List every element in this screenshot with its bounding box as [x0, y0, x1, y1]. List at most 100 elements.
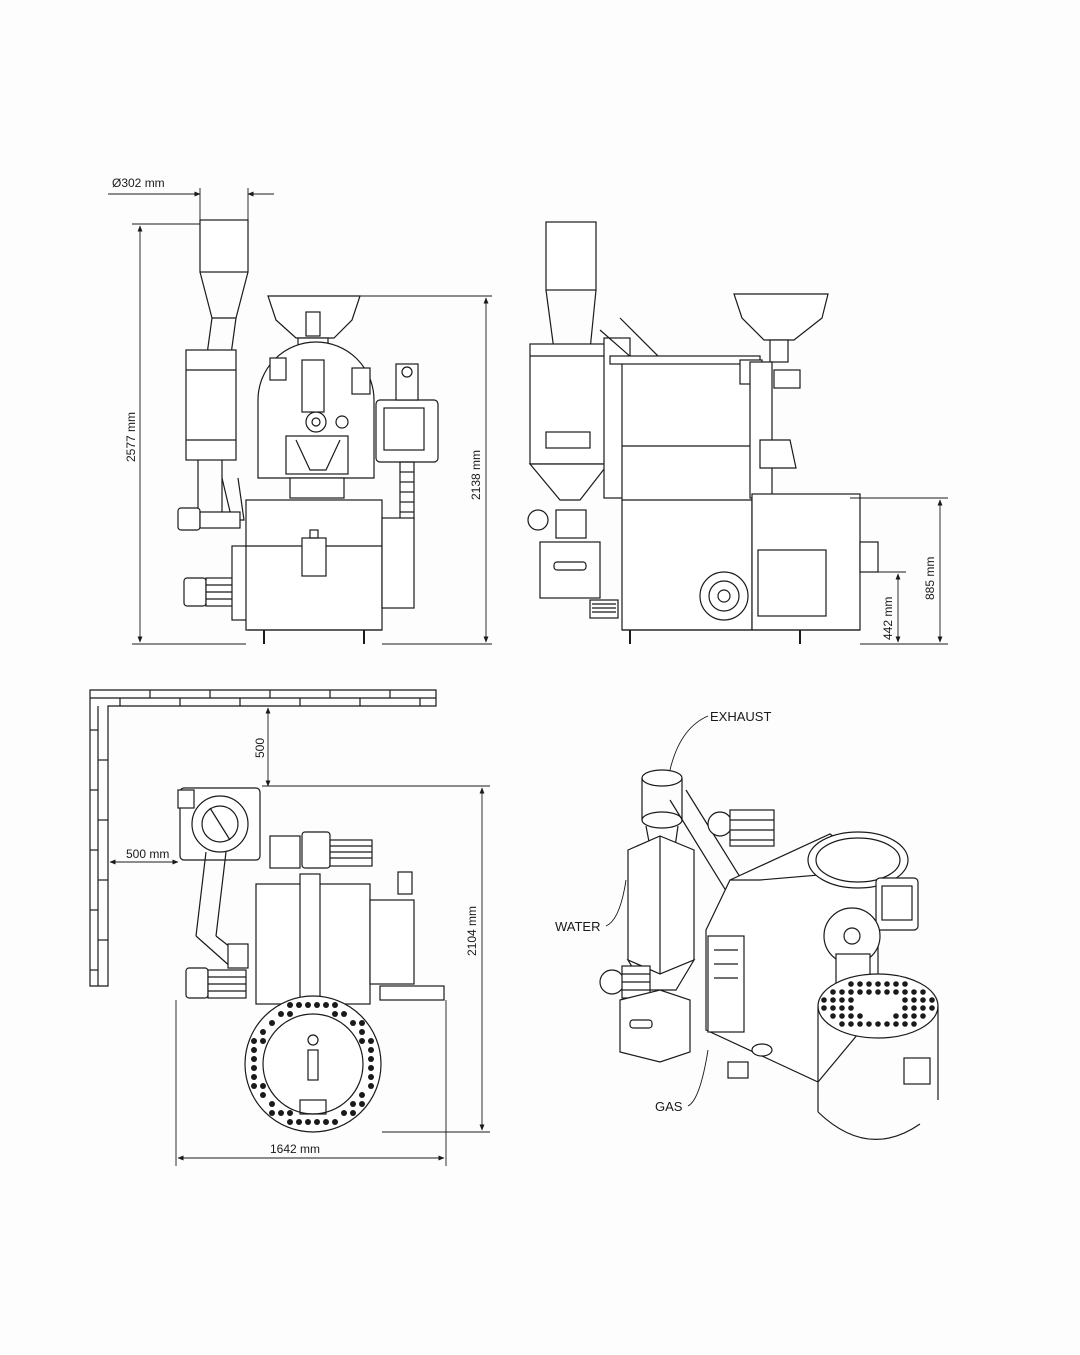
iso-chimney-top [641, 769, 683, 787]
tray-perforation-hole [287, 1110, 293, 1116]
tray-perforation-hole [251, 1056, 257, 1062]
iso-tray-perforation-hole [848, 1013, 854, 1019]
tray-perforation-hole [269, 1110, 275, 1116]
iso-tray-perforation-hole [911, 997, 917, 1003]
iso-tray-perforation-hole [929, 997, 935, 1003]
side-green-bean-hopper [733, 293, 829, 341]
dim-top-clearance: 500 [253, 738, 267, 758]
iso-tray-perforation-hole [866, 989, 872, 995]
iso-label-gas: GAS [655, 1049, 709, 1114]
plan-dimension-depth: 2104 mm [262, 785, 490, 1133]
iso-tray-perforation-hole [902, 1013, 908, 1019]
tray-perforation-hole [269, 1020, 275, 1026]
iso-tray-perforation-hole [875, 1021, 881, 1027]
iso-tray-perforation-hole [875, 989, 881, 995]
tray-perforation-hole [278, 1110, 284, 1116]
tray-perforation-hole [305, 1002, 311, 1008]
label-water: WATER [555, 919, 601, 934]
tray-perforation-hole [314, 1002, 320, 1008]
side-dimension-885: 885 mm [850, 497, 948, 645]
tray-perforation-hole [332, 1119, 338, 1125]
iso-cyclone [627, 835, 695, 975]
tray-perforation-hole [287, 1002, 293, 1008]
tray-perforation-hole [368, 1056, 374, 1062]
tray-perforation-hole [323, 1119, 329, 1125]
tray-perforation-hole [305, 1119, 311, 1125]
tray-perforation-hole [278, 1011, 284, 1017]
iso-tray-perforation-hole [902, 989, 908, 995]
iso-tray-perforation-hole [920, 997, 926, 1003]
tray-perforation-hole [314, 1119, 320, 1125]
iso-tray-perforation-hole [848, 989, 854, 995]
tray-perforation-hole [260, 1083, 266, 1089]
iso-tray-perforation-hole [848, 997, 854, 1003]
iso-tray-perforation-hole [911, 1021, 917, 1027]
tray-perforation-hole [368, 1083, 374, 1089]
front-chimney-top [199, 219, 249, 273]
iso-tray-perforation-hole [884, 989, 890, 995]
iso-tray-perforation-hole [830, 989, 836, 995]
tray-perforation-hole [287, 1119, 293, 1125]
iso-tray-perforation-hole [902, 981, 908, 987]
side-chimney [545, 221, 597, 291]
tray-perforation-hole [251, 1065, 257, 1071]
iso-tray-perforation-hole [839, 1005, 845, 1011]
iso-tray-perforation-hole [866, 1021, 872, 1027]
tray-perforation-hole [296, 1002, 302, 1008]
iso-tray-perforation-hole [920, 1013, 926, 1019]
plan-dimension-top-clearance: 500 [253, 707, 271, 787]
iso-tray-perforation-hole [839, 1021, 845, 1027]
iso-tray-perforation-hole [911, 989, 917, 995]
tray-perforation-hole [269, 1101, 275, 1107]
tray-perforation-hole [350, 1110, 356, 1116]
iso-tray-perforation-hole [857, 1021, 863, 1027]
tray-perforation-hole [350, 1101, 356, 1107]
dim-plan-width: 1642 mm [270, 1142, 320, 1156]
front-chimney-taper [199, 271, 249, 319]
iso-tray-perforation-hole [893, 981, 899, 987]
dim-side-height: 2138 mm [469, 450, 483, 500]
dim-front-height: 2577 mm [124, 412, 138, 462]
iso-tray-perforation-hole [929, 1005, 935, 1011]
iso-tray-perforation-hole [857, 989, 863, 995]
tray-perforation-hole [260, 1029, 266, 1035]
side-cabinet-door [757, 549, 827, 617]
front-elevation-view [177, 219, 439, 644]
tray-perforation-hole [368, 1065, 374, 1071]
tray-perforation-hole [323, 1002, 329, 1008]
iso-tray-perforation-hole [821, 1005, 827, 1011]
plan-view [177, 787, 445, 1133]
tray-perforation-hole [368, 1074, 374, 1080]
iso-tray-perforation-hole [857, 1013, 863, 1019]
dim-442: 442 mm [881, 597, 895, 640]
iso-tray-perforation-hole [893, 1021, 899, 1027]
iso-motor-left [599, 969, 625, 995]
front-dimension-side-height: 2138 mm [360, 295, 492, 645]
iso-tray-perforation-hole [830, 1013, 836, 1019]
tray-perforation-hole [251, 1074, 257, 1080]
iso-tray-perforation-hole [866, 981, 872, 987]
tray-perforation-hole [251, 1083, 257, 1089]
iso-motor-top [707, 811, 733, 837]
iso-tray-perforation-hole [911, 1005, 917, 1011]
iso-tray-perforation-hole [839, 989, 845, 995]
iso-control-panel [875, 877, 919, 931]
front-motor-upper [177, 507, 201, 531]
dim-885: 885 mm [923, 557, 937, 600]
iso-tray-perforation-hole [884, 1021, 890, 1027]
side-blower-fan [699, 571, 749, 621]
iso-tray-perforation-hole [821, 997, 827, 1003]
front-drum-door [285, 435, 349, 475]
side-cooling-cabinet [751, 493, 861, 631]
iso-tray-perforation-hole [830, 1005, 836, 1011]
plan-motor-top [269, 835, 301, 869]
tray-perforation-hole [359, 1038, 365, 1044]
tray-perforation-hole [296, 1119, 302, 1125]
tray-perforation-hole [350, 1020, 356, 1026]
side-dimension-442: 442 mm [878, 571, 906, 643]
plan-dimension-left-clearance: 500 mm [109, 847, 179, 865]
dim-left-clearance: 500 mm [126, 847, 169, 861]
tray-perforation-hole [251, 1047, 257, 1053]
iso-tray-perforation-hole [830, 997, 836, 1003]
